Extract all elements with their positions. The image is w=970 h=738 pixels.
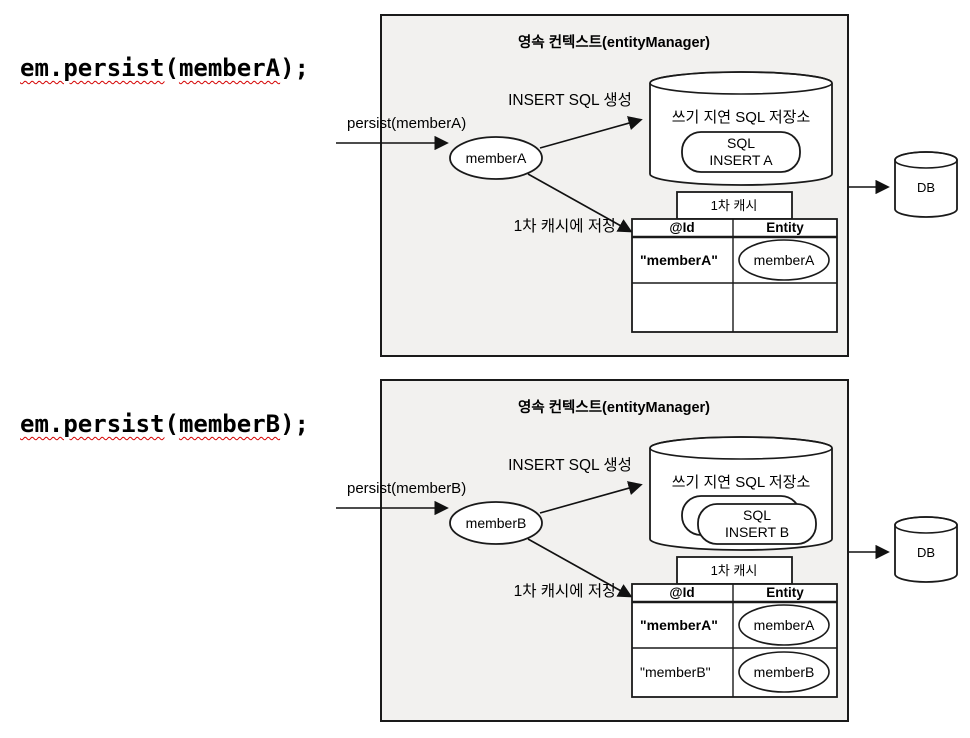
entity-ellipse bbox=[449, 501, 543, 545]
db-label: DB bbox=[917, 180, 935, 195]
col-header-id: @Id bbox=[669, 220, 694, 235]
row1-entity-label: memberA bbox=[754, 617, 815, 633]
row2-entity-label: memberB bbox=[754, 664, 815, 680]
scene-persist-memberB: 영속 컨텍스트(entityManager) persist(memberB) … bbox=[336, 379, 958, 722]
sql-insert-line2: INSERT B bbox=[725, 524, 789, 540]
sql-insert-line2: INSERT A bbox=[709, 152, 773, 168]
code-method: em.persist bbox=[20, 54, 165, 82]
first-cache-title-box bbox=[676, 191, 793, 220]
write-behind-store-label: 쓰기 지연 SQL 저장소 bbox=[672, 109, 811, 126]
code-end: ); bbox=[280, 410, 310, 438]
row1-entity-ellipse bbox=[738, 239, 830, 281]
insert-sql-label: INSERT SQL 생성 bbox=[508, 91, 632, 109]
code-method: em.persist bbox=[20, 410, 165, 438]
sql-insert-line1: SQL bbox=[743, 507, 771, 523]
cylinder-rim bbox=[649, 71, 833, 95]
code-statement-persist-memberB: em.persist(memberB); bbox=[20, 410, 309, 438]
first-cache-title: 1차 캐시 bbox=[711, 198, 758, 213]
col-header-entity: Entity bbox=[766, 220, 804, 235]
row1-id-cell: "memberA" bbox=[640, 252, 718, 268]
cache-save-arrow bbox=[527, 538, 633, 598]
insert-sql-arrow bbox=[539, 116, 643, 149]
sql-insert-line1: SQL bbox=[727, 135, 755, 151]
col-header-id: @Id bbox=[669, 585, 694, 600]
code-paren: ( bbox=[164, 54, 179, 82]
panel-title: 영속 컨텍스트(entityManager) bbox=[518, 33, 710, 51]
panel-title: 영속 컨텍스트(entityManager) bbox=[518, 398, 710, 416]
code-argument: memberB bbox=[178, 410, 281, 438]
cylinder-rim bbox=[649, 436, 833, 460]
db-label: DB bbox=[917, 545, 935, 560]
row1-entity-ellipse bbox=[738, 604, 830, 646]
entity-ellipse-label: memberA bbox=[466, 150, 527, 166]
entity-ellipse bbox=[449, 136, 543, 180]
row1-id-cell: "memberA" bbox=[640, 617, 718, 633]
row1-entity-label: memberA bbox=[754, 252, 815, 268]
db-cylinder-rim bbox=[894, 516, 958, 534]
row2-entity-ellipse bbox=[738, 651, 830, 693]
db-cylinder-rim bbox=[894, 151, 958, 169]
cache-save-arrow bbox=[527, 173, 633, 233]
code-statement-persist-memberA: em.persist(memberA); bbox=[20, 54, 309, 82]
persist-call-label: persist(memberA) bbox=[347, 115, 466, 132]
code-paren: ( bbox=[164, 410, 179, 438]
code-end: ); bbox=[280, 54, 310, 82]
first-cache-title: 1차 캐시 bbox=[711, 563, 758, 578]
write-behind-store-label: 쓰기 지연 SQL 저장소 bbox=[672, 474, 811, 491]
row2-id-cell: "memberB" bbox=[640, 664, 711, 680]
entity-ellipse-label: memberB bbox=[466, 515, 527, 531]
col-header-entity: Entity bbox=[766, 585, 804, 600]
scene-persist-memberA: 영속 컨텍스트(entityManager) persist(memberA) … bbox=[336, 14, 958, 357]
insert-sql-arrow bbox=[539, 481, 643, 514]
code-argument: memberA bbox=[178, 54, 281, 82]
sql-insert-box bbox=[681, 131, 801, 173]
cache-save-label: 1차 캐시에 저장 bbox=[514, 217, 617, 235]
sql-insert-box-front bbox=[697, 503, 817, 545]
cache-save-label: 1차 캐시에 저장 bbox=[514, 582, 617, 600]
insert-sql-label: INSERT SQL 생성 bbox=[508, 456, 632, 474]
persist-call-label: persist(memberB) bbox=[347, 480, 466, 497]
